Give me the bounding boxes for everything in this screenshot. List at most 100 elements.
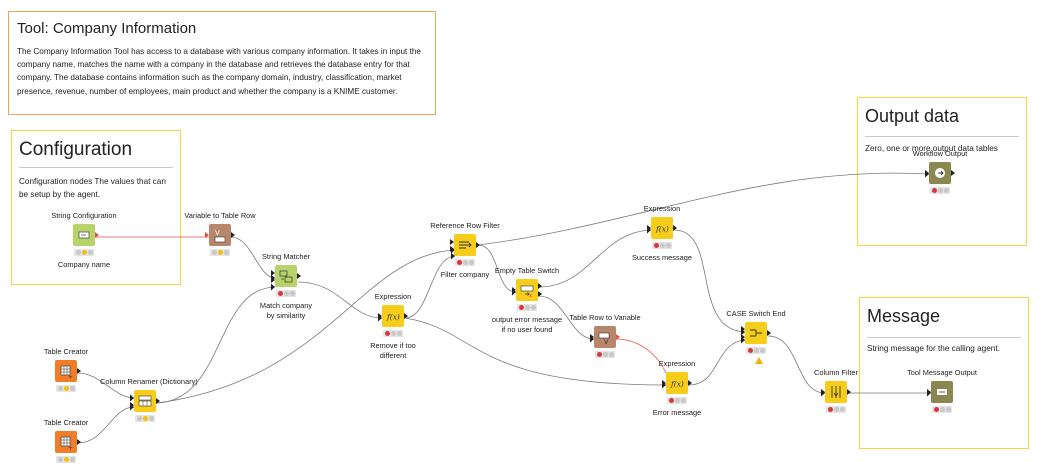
edge-table-creator-1-to-column-renamer[interactable] [77,372,135,399]
tool-annotation-title: Tool: Company Information [17,20,197,37]
output-data-annotation-divider [865,136,1019,137]
node-table-row-to-variable[interactable]: Table Row to Variable V [560,313,650,358]
node-title: Expression [374,292,412,301]
configuration-annotation: Configuration Configuration nodes The va… [11,130,181,285]
empty-table-switch-icon[interactable]: x [512,279,542,301]
node-string-matcher[interactable]: String Matcher Match company by similari… [241,252,331,321]
node-expression-success[interactable]: Expression f(x) Success message [617,204,707,263]
node-title: Expression [643,204,681,213]
node-string-configuration[interactable]: String Configuration Company name [39,211,129,270]
edge-column-renamer-to-ref-row-filter[interactable] [156,249,456,404]
node-title: Table Creator [43,347,89,356]
tool-message-output-icon[interactable] [927,381,953,403]
column-filter-icon[interactable] [821,381,851,403]
table-row-to-variable-icon[interactable]: V [590,326,620,348]
node-description: Company name [57,260,111,269]
table-creator-icon[interactable]: + [55,360,81,382]
tool-annotation: Tool: Company Information The Company In… [8,11,436,115]
node-title: Tool Message Output [907,368,977,377]
expression-icon[interactable]: f(x) [647,217,677,239]
node-case-switch-end[interactable]: CASE Switch End [711,309,801,364]
edge-expression-1-to-expression-error[interactable] [404,317,667,386]
node-column-filter[interactable]: Column Filter [791,368,881,413]
node-table-creator-2[interactable]: Table Creator + [21,418,111,463]
edge-expression-success-to-case-end[interactable] [673,229,746,333]
node-description: Error message [652,408,702,417]
edge-expression-error-to-case-end[interactable] [688,339,746,386]
node-title: Workflow Output [912,149,968,158]
node-workflow-output[interactable]: Workflow Output [895,149,985,194]
status-lights [56,456,76,463]
status-lights [455,259,475,266]
edge-ref-row-filter-to-empty-switch[interactable] [477,244,517,293]
status-lights [276,290,296,297]
variable-to-table-icon[interactable]: V [205,224,235,246]
status-lights [932,406,952,413]
edge-table-creator-2-to-column-renamer[interactable] [77,406,135,444]
string-matcher-icon[interactable] [271,265,301,287]
node-variable-to-table-row[interactable]: Variable to Table Row V [175,211,265,256]
node-column-renamer-dictionary[interactable]: Column Renamer (Dictionary) [100,377,198,422]
edge-case-end-to-column-filter[interactable] [767,335,826,394]
status-lights [74,249,94,256]
reference-row-filter-icon[interactable] [450,234,480,256]
node-title: Table Creator [43,418,89,427]
node-title: Column Filter [814,368,858,377]
tool-annotation-body: The Company Information Tool has access … [17,47,421,96]
node-reference-row-filter[interactable]: Reference Row Filter Filter company [420,221,510,280]
message-annotation: Message String message for the calling a… [859,297,1029,449]
svg-text:x: x [529,293,532,299]
status-lights [135,415,155,422]
edge-table-row-to-var-to-expression-error[interactable] [616,338,667,374]
case-switch-end-icon[interactable] [741,322,771,344]
output-data-annotation-title: Output data [865,106,960,126]
workflow-output-icon[interactable] [925,162,955,184]
edge-expression-1-to-ref-row-filter[interactable] [404,255,456,319]
edge-column-renamer-to-string-matcher[interactable] [156,286,276,404]
node-tool-message-output[interactable]: Tool Message Output [897,368,987,413]
svg-text:f(x): f(x) [670,380,684,389]
configuration-annotation-body: Configuration nodes The values that can … [19,177,166,200]
svg-text:+: + [68,445,73,452]
edge-empty-switch-to-expression-success[interactable] [538,229,652,288]
edge-empty-switch-to-table-row-to-var[interactable] [538,295,595,340]
expression-icon[interactable]: f(x) [378,305,408,327]
edge-var-to-table-to-string-matcher[interactable] [230,236,276,279]
node-table-creator-1[interactable]: Table Creator + [21,347,111,392]
node-description: output error message if no user found [491,315,563,334]
node-title: Empty Table Switch [494,266,560,275]
status-lights [667,397,687,404]
edge-string-matcher-to-expression-1[interactable] [297,281,383,319]
edge-ref-row-filter-to-workflow-output[interactable] [477,172,930,246]
svg-text:+: + [68,374,73,381]
node-title: CASE Switch End [726,309,786,318]
status-lights [517,304,537,311]
table-creator-icon[interactable]: + [55,431,81,453]
node-description: Remove if too different [370,341,416,360]
node-description: Filter company [440,270,490,279]
message-annotation-title: Message [867,306,941,326]
node-expression-remove[interactable]: Expression f(x) Remove if too different [348,292,438,361]
node-title: String Matcher [261,252,311,261]
message-annotation-body: String message for the calling agent. [867,344,1000,353]
message-annotation-divider [867,337,1021,338]
status-lights [746,347,766,354]
node-title: Expression [658,359,696,368]
node-description: Success message [632,253,692,262]
column-renamer-icon[interactable] [130,390,160,412]
node-title: Variable to Table Row [184,211,256,220]
configuration-annotation-title: Configuration [19,139,133,160]
node-empty-table-switch[interactable]: Empty Table Switch x output error messag… [482,266,572,335]
status-lights [826,406,846,413]
configuration-annotation-divider [19,167,173,168]
expression-icon[interactable]: f(x) [662,372,692,394]
node-expression-error[interactable]: Expression f(x) Error message [632,359,722,418]
status-lights [930,187,950,194]
node-title: Reference Row Filter [430,221,500,230]
svg-text:f(x): f(x) [655,225,669,234]
node-title: String Configuration [51,211,117,220]
node-title: Table Row to Variable [569,313,641,322]
status-lights [56,385,76,392]
config-icon[interactable] [73,224,99,246]
svg-text:V: V [604,338,609,346]
